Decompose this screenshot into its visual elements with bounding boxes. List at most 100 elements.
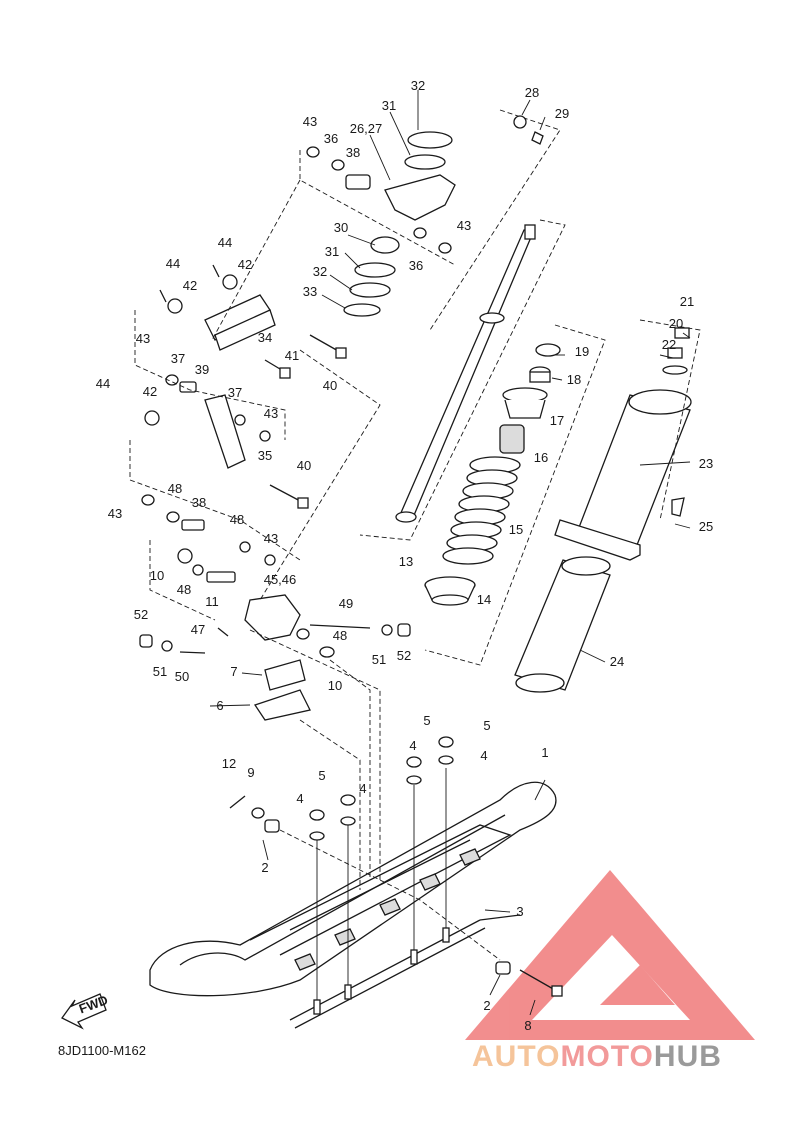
callout-16: 16 [534,450,548,465]
callout-1: 1 [541,745,548,760]
steering-arm [306,115,544,317]
callout-3: 3 [516,904,523,919]
callout-24: 24 [610,654,624,669]
callout-31: 31 [325,244,339,259]
damper-cylinder [554,327,692,561]
callout-15: 15 [509,522,523,537]
ski-assembly [149,781,557,1029]
callout-18: 18 [567,372,581,387]
watermark-part3: HUB [653,1040,722,1073]
callout-48: 48 [230,512,244,527]
callout-6: 6 [216,698,223,713]
callout-36: 36 [324,131,338,146]
ski-plates [253,659,311,721]
callout-52: 52 [134,607,148,622]
callout-43: 43 [264,531,278,546]
callout-43: 43 [108,506,122,521]
callout-26-27: 26,27 [350,121,383,136]
callout-20: 20 [669,316,683,331]
callout-14: 14 [477,592,491,607]
watermark-part1: AUTO [472,1040,561,1073]
callout-7: 7 [230,664,237,679]
callout-30: 30 [334,220,348,235]
callout-42: 42 [183,278,197,293]
callout-29: 29 [555,106,569,121]
watermark-part2: MOTO [560,1040,654,1073]
callout-51: 51 [153,664,167,679]
callout-25: 25 [699,519,713,534]
callout-37: 37 [171,351,185,366]
ski-fasteners [229,736,563,997]
spring-seat-lower [424,576,476,606]
callout-40: 40 [323,378,337,393]
spindle-shaft [395,224,536,523]
forward-arrow-icon: FWD [61,992,110,1030]
callout-17: 17 [550,413,564,428]
callout-42: 42 [143,384,157,399]
callout-43: 43 [303,114,317,129]
callout-31: 31 [382,98,396,113]
callout-51: 51 [372,652,386,667]
callout-44: 44 [218,235,232,250]
callout-33: 33 [303,284,317,299]
watermark-logo [465,870,755,1040]
callout-11: 11 [205,594,219,609]
callout-43: 43 [457,218,471,233]
callout-48: 48 [333,628,347,643]
ski-mount [139,494,411,658]
spring-seat-upper [499,343,561,454]
callout-28: 28 [525,85,539,100]
callout-23: 23 [699,456,713,471]
callout-4: 4 [359,781,366,796]
callout-44: 44 [166,256,180,271]
callout-36: 36 [409,258,423,273]
callout-2: 2 [483,998,490,1013]
callout-4: 4 [296,791,303,806]
callout-leaders [209,90,691,1016]
callout-43: 43 [136,331,150,346]
callout-34: 34 [258,330,272,345]
callout-22: 22 [662,337,676,352]
callout-41: 41 [285,348,299,363]
callout-5: 5 [483,718,490,733]
callout-35: 35 [258,448,272,463]
callout-50: 50 [175,669,189,684]
diagram-code: 8JD1100-M162 [58,1043,146,1058]
callout-10: 10 [150,568,164,583]
callout-48: 48 [168,481,182,496]
callout-38: 38 [346,145,360,160]
callout-32: 32 [411,78,425,93]
callout-44: 44 [96,376,110,391]
callout-8: 8 [524,1018,531,1033]
callout-21: 21 [680,294,694,309]
callout-39: 39 [195,362,209,377]
callout-49: 49 [339,596,353,611]
rubber-boot [514,556,611,693]
callout-45-46: 45,46 [264,572,297,587]
callout-5: 5 [423,713,430,728]
callout-5: 5 [318,768,325,783]
callout-38: 38 [192,495,206,510]
callout-10: 10 [328,678,342,693]
callout-42: 42 [238,257,252,272]
lower-link [144,374,309,509]
callout-47: 47 [191,622,205,637]
callout-9: 9 [247,765,254,780]
callout-4: 4 [409,738,416,753]
spring [442,456,521,565]
watermark-text: AUTOMOTOHUB [472,1040,722,1074]
callout-4: 4 [480,748,487,763]
callout-37: 37 [228,385,242,400]
callout-48: 48 [177,582,191,597]
callout-40: 40 [297,458,311,473]
callout-32: 32 [313,264,327,279]
callout-2: 2 [261,860,268,875]
callout-12: 12 [222,756,236,771]
callout-13: 13 [399,554,413,569]
callout-19: 19 [575,344,589,359]
link-plate [159,264,347,379]
callout-43: 43 [264,406,278,421]
callout-52: 52 [397,648,411,663]
